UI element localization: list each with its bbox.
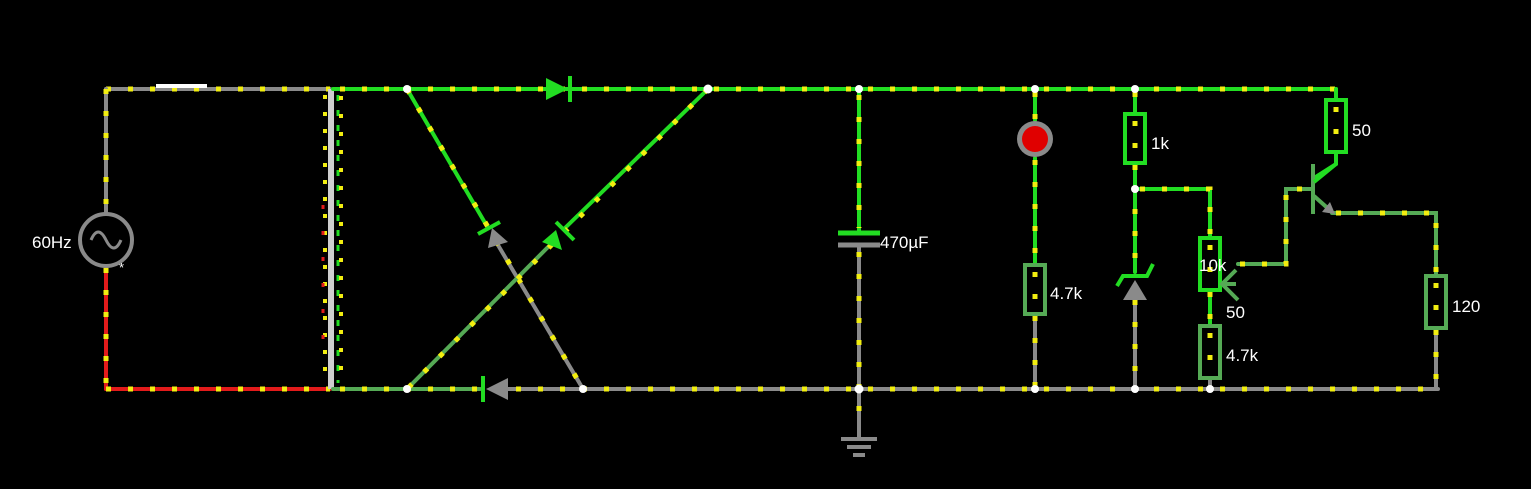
resistor-load[interactable] — [1424, 274, 1448, 330]
resistor-bottom[interactable] — [1198, 324, 1222, 380]
diode-top[interactable] — [546, 76, 572, 102]
diode-bottom[interactable] — [481, 376, 508, 402]
pot-label: 10k — [1199, 256, 1227, 275]
ground-icon — [841, 437, 877, 457]
diode-bridge-a[interactable] — [477, 220, 508, 248]
zener-diode[interactable] — [1115, 263, 1155, 300]
resistor-led[interactable] — [1023, 263, 1047, 316]
capacitor[interactable] — [838, 230, 880, 248]
resistor-top-label: 1k — [1151, 134, 1169, 153]
transformer[interactable] — [321, 89, 343, 389]
resistor-collector[interactable] — [1324, 98, 1348, 154]
pot-wiper-label: 50 — [1226, 303, 1245, 322]
source-frequency-label: 60Hz — [32, 233, 72, 252]
potentiometer-10k[interactable] — [1198, 236, 1240, 302]
resistor-bottom-label: 4.7k — [1226, 346, 1259, 365]
capacitor-label: 470µF — [880, 233, 929, 252]
npn-transistor-icon[interactable] — [1311, 162, 1338, 214]
ac-source-icon[interactable] — [78, 212, 134, 268]
resistor-1k[interactable] — [1123, 112, 1147, 165]
led-icon[interactable] — [1017, 121, 1053, 157]
source-marker: * — [119, 260, 124, 275]
base-wire — [1236, 186, 1314, 267]
resistor-collector-label: 50 — [1352, 121, 1371, 140]
diode-bridge-b[interactable] — [542, 220, 576, 250]
resistor-load-label: 120 — [1452, 297, 1480, 316]
junction-nodes — [403, 84, 1214, 394]
bridge-diagonal-a — [404, 87, 586, 391]
bridge-diagonal-b — [405, 87, 710, 391]
primary-loop — [103, 84, 332, 392]
resistor-led-label: 4.7k — [1050, 284, 1083, 303]
